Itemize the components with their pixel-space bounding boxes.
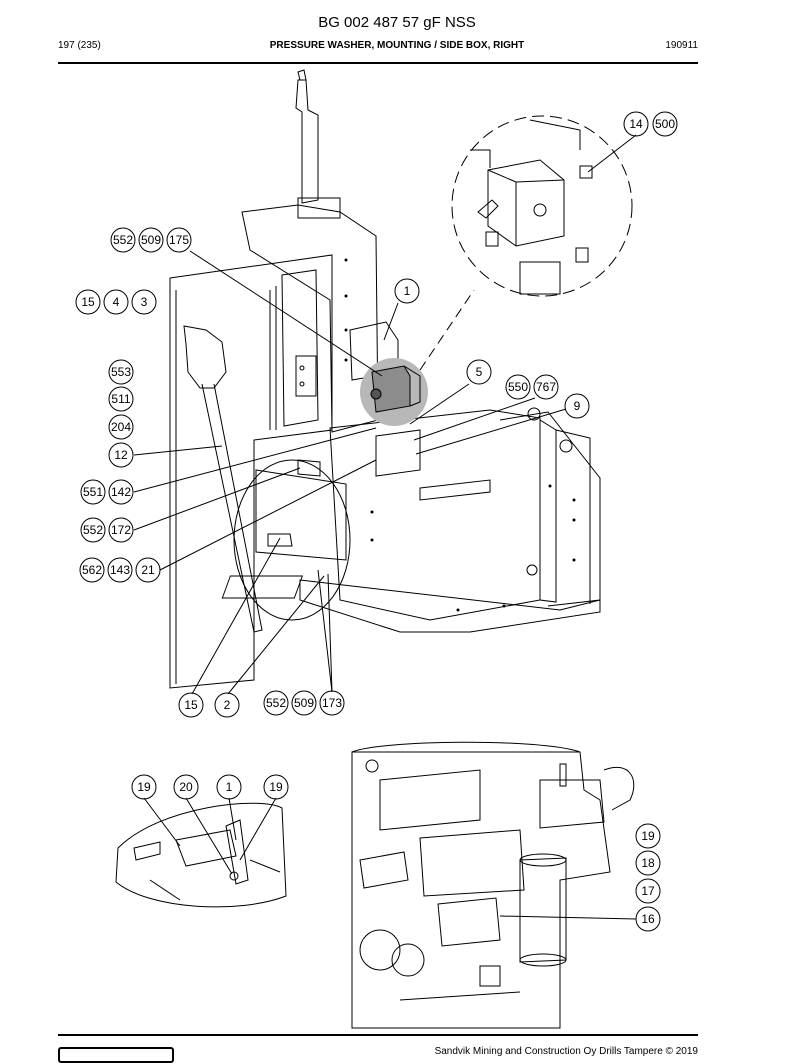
callout-172: 172 — [108, 517, 134, 543]
svg-text:19: 19 — [641, 829, 655, 843]
callout-511: 511 — [108, 386, 134, 412]
callout-552: 552 — [263, 690, 289, 716]
svg-text:552: 552 — [266, 696, 286, 710]
svg-text:21: 21 — [141, 563, 155, 577]
detail-switch-box — [470, 119, 593, 295]
callout-551: 551 — [80, 479, 106, 505]
callout-550: 550 — [505, 374, 531, 400]
callout-19: 19 — [635, 823, 661, 849]
callout-bubbles: 14 500 552 509 175 15 4 3 1 5 550 767 9 … — [75, 111, 678, 932]
page-number: 197 (235) — [58, 40, 101, 51]
svg-text:511: 511 — [111, 392, 130, 406]
footer-copyright: Sandvik Mining and Construction Oy Drill… — [434, 1046, 698, 1057]
callout-14: 14 — [623, 111, 649, 137]
callout-15: 15 — [178, 692, 204, 718]
svg-text:143: 143 — [110, 563, 130, 577]
document-title: BG 002 487 57 gF NSS — [318, 14, 476, 31]
pressure-switch-box — [370, 365, 421, 413]
svg-text:4: 4 — [113, 295, 120, 309]
svg-text:12: 12 — [114, 448, 128, 462]
callout-509: 509 — [291, 690, 317, 716]
callout-142: 142 — [108, 479, 134, 505]
lower-right-detail — [351, 741, 635, 1029]
header-rule — [58, 62, 698, 64]
callout-20: 20 — [173, 774, 199, 800]
callout-553: 553 — [108, 359, 134, 385]
svg-text:172: 172 — [111, 523, 131, 537]
callout-15: 15 — [75, 289, 101, 315]
callout-552: 552 — [110, 227, 136, 253]
footer-rule — [58, 1034, 698, 1036]
svg-text:173: 173 — [322, 696, 342, 710]
svg-text:562: 562 — [82, 563, 102, 577]
callout-175: 175 — [166, 227, 192, 253]
svg-text:16: 16 — [641, 912, 655, 926]
svg-text:1: 1 — [226, 780, 233, 794]
svg-text:19: 19 — [137, 780, 151, 794]
svg-text:15: 15 — [81, 295, 95, 309]
callout-5: 5 — [466, 359, 492, 385]
callout-2: 2 — [214, 692, 240, 718]
callout-552: 552 — [80, 517, 106, 543]
svg-text:553: 553 — [111, 365, 131, 379]
svg-text:142: 142 — [111, 485, 131, 499]
side-box-frame — [169, 69, 601, 689]
svg-text:5: 5 — [476, 365, 483, 379]
callout-173: 173 — [319, 690, 345, 716]
svg-text:20: 20 — [179, 780, 193, 794]
svg-text:552: 552 — [113, 233, 133, 247]
svg-text:14: 14 — [629, 117, 643, 131]
svg-text:500: 500 — [655, 117, 675, 131]
callout-18: 18 — [635, 850, 661, 876]
callout-17: 17 — [635, 878, 661, 904]
callout-12: 12 — [108, 442, 134, 468]
svg-text:17: 17 — [641, 884, 655, 898]
callout-4: 4 — [103, 289, 129, 315]
svg-text:3: 3 — [141, 295, 148, 309]
callout-562: 562 — [79, 557, 105, 583]
callout-509: 509 — [138, 227, 164, 253]
leader-lines — [133, 134, 637, 920]
callout-500: 500 — [652, 111, 678, 137]
svg-text:552: 552 — [83, 523, 103, 537]
company-logo — [58, 1047, 174, 1063]
lower-left-detail — [115, 802, 287, 908]
svg-text:175: 175 — [169, 233, 189, 247]
detail-view-circle — [451, 115, 633, 297]
svg-text:2: 2 — [224, 698, 231, 712]
svg-text:19: 19 — [269, 780, 283, 794]
svg-text:550: 550 — [508, 380, 528, 394]
callout-3: 3 — [131, 289, 157, 315]
callout-767: 767 — [533, 374, 559, 400]
callout-1: 1 — [394, 278, 420, 304]
svg-text:1: 1 — [404, 284, 411, 298]
svg-text:15: 15 — [184, 698, 198, 712]
svg-text:509: 509 — [141, 233, 161, 247]
section-title: PRESSURE WASHER, MOUNTING / SIDE BOX, RI… — [269, 40, 525, 51]
callout-19: 19 — [131, 774, 157, 800]
svg-text:509: 509 — [294, 696, 314, 710]
document-date: 190911 — [665, 40, 698, 51]
callout-16: 16 — [635, 906, 661, 932]
callout-1: 1 — [216, 774, 242, 800]
svg-text:767: 767 — [536, 380, 556, 394]
callout-143: 143 — [107, 557, 133, 583]
svg-text:9: 9 — [574, 399, 581, 413]
svg-text:18: 18 — [641, 856, 655, 870]
svg-text:204: 204 — [111, 420, 131, 434]
callout-19: 19 — [263, 774, 289, 800]
callout-204: 204 — [108, 414, 134, 440]
callout-21: 21 — [135, 557, 161, 583]
callout-9: 9 — [564, 393, 590, 419]
svg-text:551: 551 — [83, 485, 103, 499]
